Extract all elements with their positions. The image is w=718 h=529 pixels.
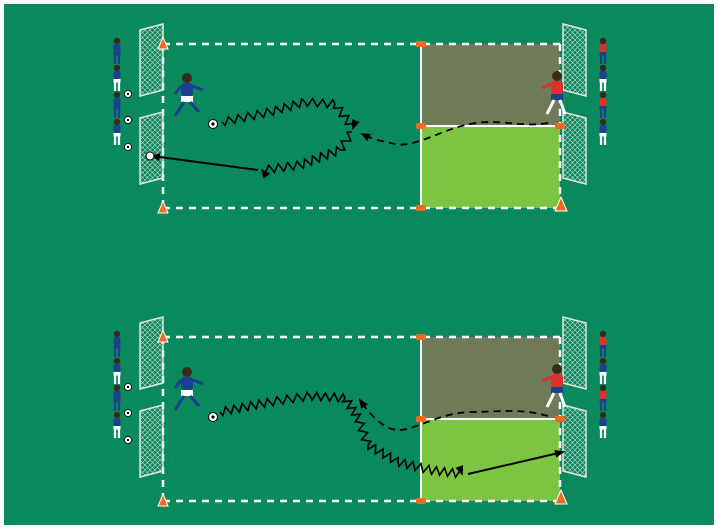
green-zone (421, 419, 560, 501)
green-zone (421, 126, 560, 208)
player-icon (599, 118, 607, 145)
player-icon (599, 91, 607, 118)
soccer-ball-icon (124, 436, 132, 444)
cone-icon (416, 41, 426, 47)
grey-zone (421, 44, 560, 126)
cone-icon (416, 416, 426, 422)
goal-icon (562, 404, 587, 478)
player-queue-left (113, 37, 132, 151)
dribble-path (219, 390, 362, 419)
diagram-bottom (113, 316, 607, 507)
player-icon (599, 64, 607, 91)
pass-path (150, 153, 259, 171)
cone-icon (416, 334, 426, 340)
goal-icon (562, 111, 587, 185)
attacker-player (173, 73, 204, 117)
player-icon (113, 37, 121, 64)
player-icon (113, 64, 121, 91)
grey-zone (421, 337, 560, 419)
player-icon (113, 384, 121, 411)
player-icon (599, 37, 607, 64)
dribble-path (221, 96, 360, 130)
player-queue-right (599, 37, 607, 145)
soccer-ball-icon (208, 412, 218, 422)
player-queue-right (599, 330, 607, 438)
player-icon (113, 91, 121, 118)
player-icon (599, 330, 607, 357)
soccer-ball-icon (124, 383, 132, 391)
player-icon (113, 357, 121, 384)
soccer-ball-icon (208, 119, 218, 129)
dribble-back-path (260, 131, 352, 179)
diagram-top (113, 23, 607, 214)
dribble-path (353, 417, 464, 479)
player-icon (113, 411, 121, 438)
player-icon (113, 330, 121, 357)
player-queue-left (113, 330, 132, 444)
goal-icon (562, 23, 587, 97)
soccer-ball-icon (124, 116, 132, 124)
player-icon (599, 384, 607, 411)
goal-icon (139, 404, 164, 478)
goal-icon (139, 111, 164, 185)
cone-icon (555, 416, 565, 422)
goal-icon (139, 23, 164, 97)
pass-path (467, 449, 565, 475)
cone-icon (554, 195, 568, 212)
cone-icon (416, 123, 426, 129)
soccer-ball-icon (124, 143, 132, 151)
cone-icon (416, 498, 426, 504)
cone-icon (157, 35, 169, 50)
cone-icon (157, 199, 169, 214)
player-icon (113, 118, 121, 145)
defender-run-path (360, 121, 549, 146)
player-icon (599, 357, 607, 384)
cone-icon (157, 492, 169, 507)
cone-icon (554, 488, 568, 505)
cone-icon (555, 123, 565, 129)
defender-player (541, 71, 567, 115)
attacker-player (173, 367, 204, 411)
player-icon (599, 411, 607, 438)
cone-icon (416, 205, 426, 211)
soccer-ball-icon (124, 409, 132, 417)
defender-run-path (358, 398, 549, 431)
goal-icon (139, 316, 164, 390)
soccer-ball-icon (145, 151, 155, 161)
defender-player (541, 364, 567, 408)
soccer-ball-icon (124, 90, 132, 98)
cone-icon (157, 328, 169, 343)
goal-icon (562, 316, 587, 390)
